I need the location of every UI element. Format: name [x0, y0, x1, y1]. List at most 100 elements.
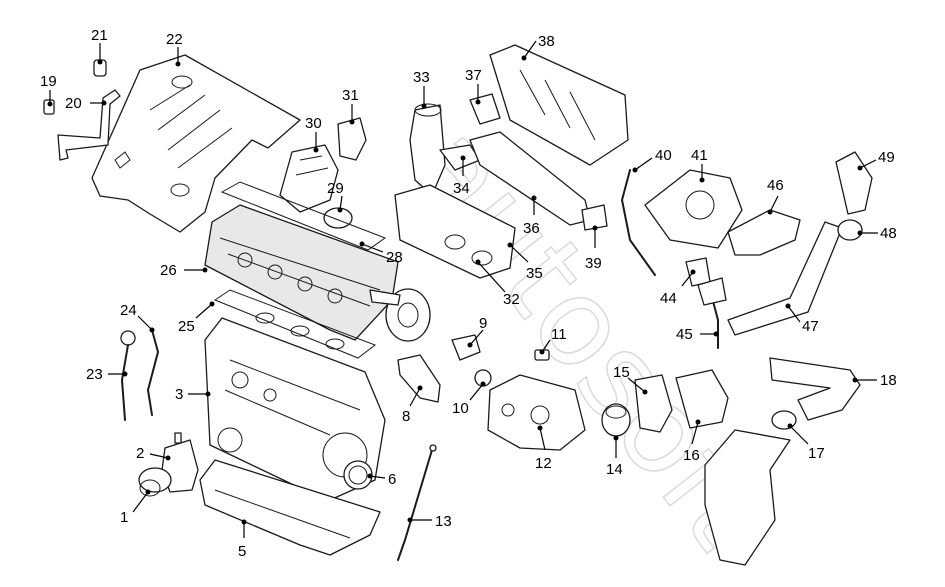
air-intake-hose	[769, 357, 861, 421]
callout-12: 12	[535, 425, 552, 472]
callout-33: 33	[413, 69, 430, 109]
cover-gasket	[220, 181, 387, 251]
coolant-reservoir	[704, 429, 791, 566]
callout-18: 18	[852, 372, 897, 389]
svg-text:25: 25	[178, 318, 195, 335]
svg-text:22: 22	[166, 31, 183, 48]
engine-cover	[91, 54, 301, 233]
egr-valve-small	[337, 117, 367, 161]
callout-15: 15	[613, 364, 648, 395]
callout-14: 14	[606, 435, 623, 478]
callout-22: 22	[166, 31, 183, 67]
callout-47: 47	[785, 303, 819, 335]
turbocharger	[644, 169, 743, 249]
callout-46: 46	[767, 177, 784, 215]
callout-36: 36	[523, 195, 540, 237]
svg-text:8: 8	[402, 408, 410, 425]
svg-text:35: 35	[526, 265, 543, 282]
callout-35: 35	[507, 242, 543, 282]
elbow-hose	[835, 151, 873, 215]
intake-manifold	[489, 44, 629, 166]
svg-text:37: 37	[465, 67, 482, 84]
svg-text:32: 32	[503, 291, 520, 308]
callout-49: 49	[857, 149, 895, 171]
callout-29: 29	[327, 180, 344, 213]
callout-20: 20	[65, 95, 107, 112]
callout-45: 45	[676, 326, 719, 343]
solenoid-valve	[634, 374, 673, 433]
turbo-elbow	[727, 209, 801, 256]
callout-17: 17	[787, 423, 825, 462]
svg-text:20: 20	[65, 95, 82, 112]
callout-41: 41	[691, 147, 708, 183]
callout-30: 30	[305, 115, 322, 153]
callout-24: 24	[120, 302, 155, 333]
pulley	[369, 288, 431, 342]
sensor-wire	[120, 330, 136, 421]
callout-1: 1	[120, 489, 151, 526]
coolant-housing	[487, 374, 586, 451]
svg-text:1: 1	[120, 509, 128, 526]
svg-text:26: 26	[160, 262, 177, 279]
bracket	[57, 89, 121, 161]
svg-text:30: 30	[305, 115, 322, 132]
callout-37: 37	[465, 67, 482, 105]
callout-40: 40	[632, 147, 672, 173]
callout-31: 31	[342, 87, 359, 125]
svg-text:18: 18	[880, 372, 897, 389]
svg-text:9: 9	[479, 315, 487, 332]
hose-clamp	[685, 257, 711, 287]
svg-text:38: 38	[538, 33, 555, 50]
callout-3: 3	[175, 386, 211, 403]
callouts: 1 2 3 5 6 8 9 10	[40, 27, 897, 560]
svg-text:41: 41	[691, 147, 708, 164]
dipstick	[397, 444, 437, 561]
callout-48: 48	[857, 225, 897, 242]
vacuum-tube	[620, 169, 656, 276]
svg-text:45: 45	[676, 326, 693, 343]
callout-16: 16	[683, 419, 701, 464]
flange	[581, 204, 608, 231]
svg-text:33: 33	[413, 69, 430, 86]
svg-text:36: 36	[523, 220, 540, 237]
callout-13: 13	[407, 513, 452, 530]
callout-5: 5	[238, 519, 247, 560]
callout-23: 23	[86, 366, 128, 383]
svg-text:15: 15	[613, 364, 630, 381]
oil-return-pipe	[697, 277, 727, 349]
svg-text:19: 19	[40, 73, 57, 90]
pipe-connector	[837, 219, 863, 241]
callout-38: 38	[521, 33, 555, 61]
svg-text:5: 5	[238, 543, 246, 560]
svg-text:21: 21	[91, 27, 108, 44]
ignition-coil	[279, 144, 339, 213]
callout-28: 28	[359, 241, 403, 266]
svg-text:2: 2	[136, 445, 144, 462]
svg-text:44: 44	[660, 290, 677, 307]
svg-text:17: 17	[808, 445, 825, 462]
svg-text:46: 46	[767, 177, 784, 194]
svg-text:14: 14	[606, 461, 623, 478]
svg-text:29: 29	[327, 180, 344, 197]
svg-text:40: 40	[655, 147, 672, 164]
callout-8: 8	[402, 385, 423, 425]
svg-text:28: 28	[386, 249, 403, 266]
callout-10: 10	[452, 381, 486, 417]
svg-text:47: 47	[802, 318, 819, 335]
callout-2: 2	[136, 445, 171, 462]
svg-text:24: 24	[120, 302, 137, 319]
svg-text:16: 16	[683, 447, 700, 464]
callout-34: 34	[453, 155, 470, 197]
svg-text:13: 13	[435, 513, 452, 530]
svg-text:10: 10	[452, 400, 469, 417]
exhaust-manifold	[394, 184, 516, 279]
callout-9: 9	[467, 315, 487, 348]
throttle-body	[675, 369, 729, 429]
cylinder-head	[204, 204, 399, 341]
callout-19: 19	[40, 73, 57, 107]
svg-text:23: 23	[86, 366, 103, 383]
thermostat-housing	[397, 354, 441, 403]
breather-tube	[146, 329, 160, 416]
svg-text:6: 6	[388, 471, 396, 488]
